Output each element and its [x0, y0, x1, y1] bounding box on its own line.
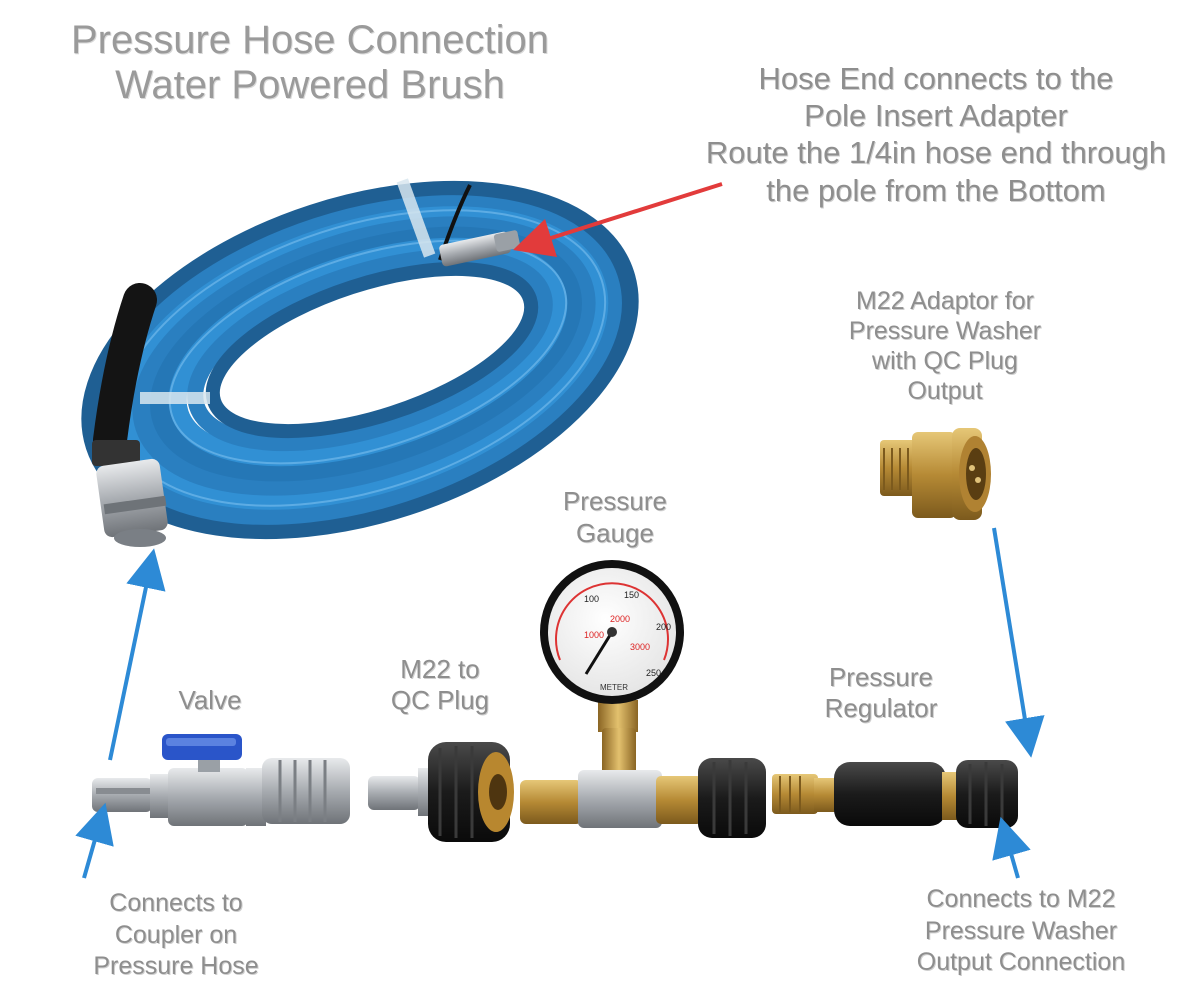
- connects-m22-line-1: Connects to M22: [926, 885, 1116, 913]
- m22-adaptor-image: [880, 428, 991, 520]
- m22-to-qc-plug-image: [368, 742, 514, 842]
- connects-coupler-line-1: Connects to: [109, 889, 243, 917]
- pressure-regulator-image: [772, 760, 1018, 828]
- title-line-2: Water Powered Brush: [115, 62, 505, 107]
- pressure-gauge-image: 100 150 200 250 1000 2000 3000 METER: [520, 560, 766, 838]
- pressure-regulator-line-1: Pressure: [828, 662, 934, 692]
- connects-m22-callout: Connects to M22 Pressure Washer Output C…: [890, 884, 1152, 979]
- gauge-brand: METER: [600, 683, 628, 692]
- blue-arrow-valve-to-coupler: [108, 548, 166, 761]
- valve-callout: Valve: [150, 685, 270, 715]
- pressure-gauge-line-2: Gauge: [575, 517, 655, 548]
- m22-adaptor-line-4: Output: [907, 377, 983, 405]
- pressure-gauge-line-1: Pressure: [562, 486, 668, 516]
- valve-assembly-image: [92, 734, 350, 826]
- m22-adaptor-line-2: Pressure Washer: [848, 317, 1042, 345]
- gauge-tick-150: 150: [624, 590, 639, 600]
- title-line-1: Pressure Hose Connection: [70, 18, 550, 62]
- m22-adaptor-callout: M22 Adaptor for Pressure Washer with QC …: [820, 286, 1070, 406]
- gauge-tick-1000: 1000: [584, 630, 604, 640]
- connects-coupler-line-3: Pressure Hose: [93, 952, 259, 980]
- gauge-tick-100: 100: [584, 594, 599, 604]
- m22-to-qc-line-1: M22 to: [400, 654, 480, 684]
- hose-quick-coupler: [92, 440, 168, 547]
- m22-to-qc-line-2: QC Plug: [390, 685, 490, 716]
- hose-end-line-3: Route the 1/4in hose end through: [705, 135, 1167, 171]
- hose-end-line-4: the pole from the Bottom: [766, 172, 1106, 208]
- blue-arrow-adaptor-down: [992, 527, 1045, 758]
- m22-to-qc-callout: M22 to QC Plug: [370, 654, 510, 716]
- pressure-regulator-line-2: Regulator: [824, 693, 938, 724]
- gauge-tick-250: 250: [646, 668, 661, 678]
- red-arrow-hose-end: [512, 182, 723, 258]
- hose-end-line-1: Hose End connects to the: [758, 61, 1114, 96]
- connects-m22-line-2: Pressure Washer: [924, 916, 1118, 945]
- pressure-gauge-callout: Pressure Gauge: [530, 486, 700, 549]
- hose-end-line-2: Pole Insert Adapter: [804, 98, 1068, 134]
- gauge-tick-2000: 2000: [610, 614, 630, 624]
- hose-coil: [81, 178, 639, 540]
- m22-adaptor-line-1: M22 Adaptor for: [856, 287, 1034, 315]
- blue-arrow-connects-m22: [992, 816, 1031, 879]
- gauge-tick-200: 200: [656, 622, 671, 632]
- valve-line-1: Valve: [178, 685, 242, 715]
- connects-coupler-callout: Connects to Coupler on Pressure Hose: [66, 888, 286, 983]
- blue-arrow-connects-coupler: [75, 802, 114, 879]
- connects-m22-line-3: Output Connection: [916, 948, 1126, 976]
- pressure-regulator-callout: Pressure Regulator: [796, 662, 966, 724]
- connects-coupler-line-2: Coupler on: [114, 920, 238, 949]
- m22-adaptor-line-3: with QC Plug: [872, 347, 1018, 375]
- gauge-tick-3000: 3000: [630, 642, 650, 652]
- diagram-title: Pressure Hose Connection Water Powered B…: [20, 18, 600, 108]
- hose-end-callout: Hose End connects to the Pole Insert Ada…: [676, 60, 1196, 209]
